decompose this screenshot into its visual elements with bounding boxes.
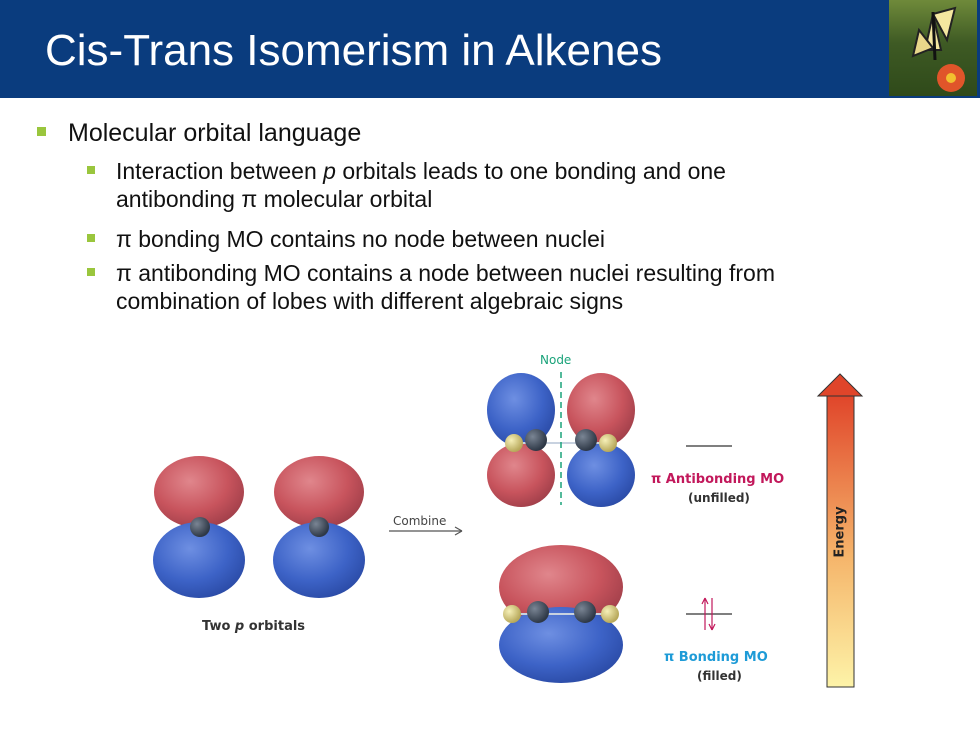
two-p-orbitals-label: Two p orbitals (202, 619, 305, 634)
node-label: Node (540, 353, 572, 367)
butterfly-logo-image (889, 0, 977, 96)
bullet-marker (87, 166, 95, 174)
p-orbital-right (273, 456, 365, 598)
bullet-interaction-pre: Interaction between (116, 158, 324, 184)
bonding-mo-label: π Bonding MO (664, 650, 768, 665)
two-p-pre: Two (202, 619, 235, 634)
bullet-bonding-mo: π bonding MO contains no node between nu… (116, 226, 605, 252)
p-orbital-left (153, 456, 245, 598)
bonding-mo-shape (499, 545, 623, 683)
bullet-marker (37, 127, 46, 136)
bullet-antibonding-line2: combination of lobes with different alge… (116, 288, 624, 314)
electron-pair-icon (701, 597, 716, 631)
bullet-molecular-orbital-language: Molecular orbital language (68, 119, 362, 147)
bonding-filled-label: (filled) (697, 669, 742, 683)
energy-arrow (816, 373, 864, 688)
bullet-interaction-italic: p (323, 158, 336, 184)
energy-label: Energy (832, 506, 848, 558)
combine-label: Combine (393, 514, 447, 528)
two-p-italic: p (234, 619, 245, 634)
bullet-interaction-post: orbitals leads to one bonding and one (335, 158, 726, 184)
bullet-antibonding-line1: π antibonding MO contains a node between… (116, 260, 775, 286)
butterfly-icon (911, 6, 965, 92)
antibonding-mo-label: π Antibonding MO (651, 472, 785, 487)
bullet-marker (87, 234, 95, 242)
two-p-post: orbitals (244, 619, 306, 634)
antibonding-unfilled-label: (unfilled) (688, 491, 750, 505)
title-bar: Cis-Trans Isomerism in Alkenes (0, 0, 980, 98)
bullet-interaction-line1: Interaction between p orbitals leads to … (116, 157, 726, 185)
bullet-marker (87, 268, 95, 276)
combine-arrowhead (454, 526, 463, 536)
bullet-interaction-line2: antibonding π molecular orbital (116, 186, 433, 212)
antibonding-mo-shape (487, 373, 635, 507)
slide-title: Cis-Trans Isomerism in Alkenes (45, 26, 662, 75)
